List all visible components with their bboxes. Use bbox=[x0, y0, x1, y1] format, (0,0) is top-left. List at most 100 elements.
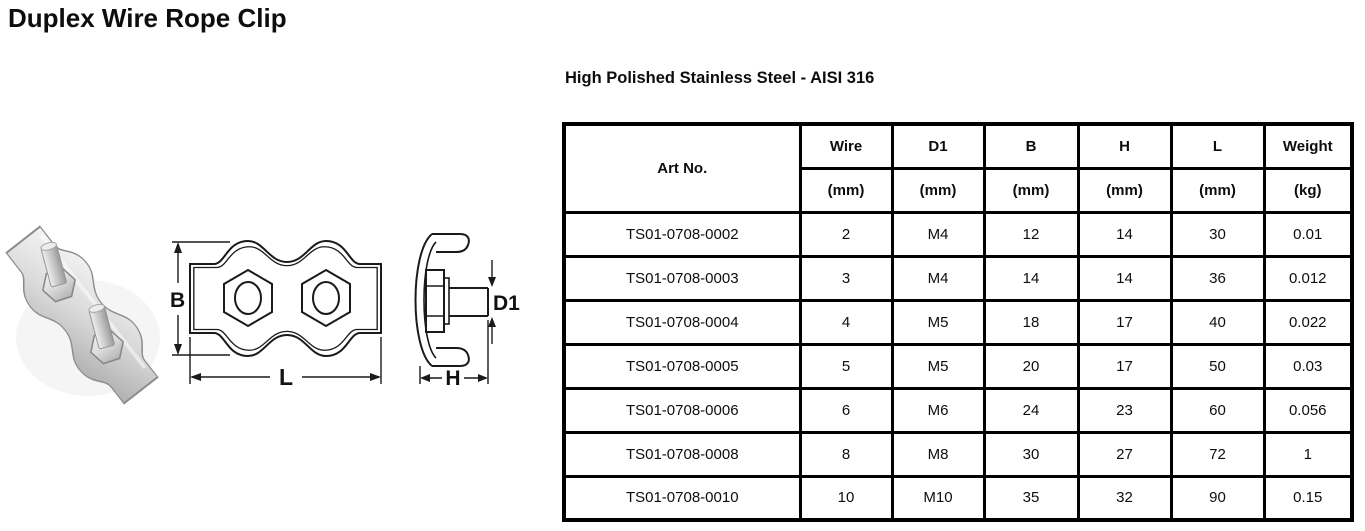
col-unit-l: (mm) bbox=[1169, 166, 1266, 214]
nut-hole bbox=[312, 281, 340, 315]
saddle-outer-arc bbox=[414, 233, 433, 367]
value-cell: 14 bbox=[1076, 210, 1173, 258]
value-cell: 24 bbox=[982, 386, 1080, 434]
value-cell: M5 bbox=[890, 342, 986, 390]
page-title: Duplex Wire Rope Clip bbox=[8, 3, 287, 33]
value-cell: 30 bbox=[982, 430, 1080, 478]
clip-plate bbox=[5, 225, 159, 405]
clip-outline-inner bbox=[193, 246, 378, 351]
value-cell: 18 bbox=[982, 298, 1080, 346]
material-subtitle: High Polished Stainless Steel - AISI 316 bbox=[565, 69, 875, 87]
art-no-cell: TS01-0708-0002 bbox=[562, 210, 802, 258]
value-cell: M4 bbox=[890, 254, 986, 302]
value-cell: M8 bbox=[890, 430, 986, 478]
value-cell: 1 bbox=[1262, 430, 1354, 478]
bolt-stud bbox=[40, 241, 76, 303]
value-cell: M4 bbox=[890, 210, 986, 258]
dim-label-H: H bbox=[445, 367, 460, 390]
bolt-head bbox=[425, 269, 445, 333]
col-header-l: L bbox=[1169, 122, 1266, 170]
value-cell: M6 bbox=[890, 386, 986, 434]
value-cell: 8 bbox=[798, 430, 894, 478]
value-cell: 10 bbox=[798, 474, 894, 522]
saddle-top-flange bbox=[432, 233, 470, 253]
top-view-drawing: B L bbox=[170, 239, 382, 390]
dim-label-B: B bbox=[170, 289, 185, 312]
value-cell: M5 bbox=[890, 298, 986, 346]
hex-nut-outline bbox=[223, 268, 273, 328]
art-no-cell: TS01-0708-0006 bbox=[562, 386, 802, 434]
col-unit-weight: (kg) bbox=[1262, 166, 1354, 214]
value-cell: 2 bbox=[798, 210, 894, 258]
value-cell: 27 bbox=[1076, 430, 1173, 478]
value-cell: 6 bbox=[798, 386, 894, 434]
col-header-weight: Weight bbox=[1262, 122, 1354, 170]
value-cell: 20 bbox=[982, 342, 1080, 390]
value-cell: 14 bbox=[982, 254, 1080, 302]
bolt-stud bbox=[88, 303, 124, 365]
art-no-cell: TS01-0708-0008 bbox=[562, 430, 802, 478]
art-no-cell: TS01-0708-0003 bbox=[562, 254, 802, 302]
value-cell: 0.022 bbox=[1262, 298, 1354, 346]
value-cell: 3 bbox=[798, 254, 894, 302]
dimension-D1 bbox=[488, 260, 496, 344]
col-header-d1: D1 bbox=[890, 122, 986, 170]
art-no-cell: TS01-0708-0005 bbox=[562, 342, 802, 390]
saddle-bottom-flange bbox=[432, 347, 470, 367]
product-photo bbox=[5, 225, 160, 405]
value-cell: 36 bbox=[1169, 254, 1266, 302]
col-header-h: H bbox=[1076, 122, 1173, 170]
col-header-art-no: Art No. bbox=[562, 122, 802, 214]
value-cell: 14 bbox=[1076, 254, 1173, 302]
art-no-cell: TS01-0708-0004 bbox=[562, 298, 802, 346]
col-unit-d1: (mm) bbox=[890, 166, 986, 214]
saddle-inner-arc bbox=[423, 241, 437, 359]
value-cell: 40 bbox=[1169, 298, 1266, 346]
value-cell: M10 bbox=[890, 474, 986, 522]
value-cell: 50 bbox=[1169, 342, 1266, 390]
value-cell: 0.012 bbox=[1262, 254, 1354, 302]
value-cell: 17 bbox=[1076, 298, 1173, 346]
spec-table: Art No. Wire D1 B H L Weight (mm) (mm) (… bbox=[562, 122, 1354, 522]
col-header-wire: Wire bbox=[798, 122, 894, 170]
value-cell: 17 bbox=[1076, 342, 1173, 390]
value-cell: 0.03 bbox=[1262, 342, 1354, 390]
value-cell: 4 bbox=[798, 298, 894, 346]
art-no-cell: TS01-0708-0010 bbox=[562, 474, 802, 522]
dim-label-D1: D1 bbox=[493, 292, 520, 315]
side-view-drawing: D1 H bbox=[414, 233, 520, 390]
nut-hole bbox=[234, 281, 262, 315]
value-cell: 0.056 bbox=[1262, 386, 1354, 434]
value-cell: 35 bbox=[982, 474, 1080, 522]
dimension-H bbox=[419, 320, 489, 384]
dimension-L bbox=[189, 337, 382, 384]
value-cell: 32 bbox=[1076, 474, 1173, 522]
hex-nut-outline bbox=[301, 268, 351, 328]
col-unit-b: (mm) bbox=[982, 166, 1080, 214]
value-cell: 60 bbox=[1169, 386, 1266, 434]
value-cell: 72 bbox=[1169, 430, 1266, 478]
value-cell: 0.15 bbox=[1262, 474, 1354, 522]
spec-table-header: Art No. Wire D1 B H L Weight (mm) (mm) (… bbox=[562, 122, 1354, 214]
dim-label-L: L bbox=[279, 364, 293, 390]
col-unit-h: (mm) bbox=[1076, 166, 1173, 214]
value-cell: 0.01 bbox=[1262, 210, 1354, 258]
col-header-b: B bbox=[982, 122, 1080, 170]
bolt-washer bbox=[443, 277, 450, 325]
value-cell: 12 bbox=[982, 210, 1080, 258]
value-cell: 90 bbox=[1169, 474, 1266, 522]
col-unit-wire: (mm) bbox=[798, 166, 894, 214]
clip-outline-outer bbox=[189, 239, 382, 358]
value-cell: 5 bbox=[798, 342, 894, 390]
dimension-B bbox=[172, 241, 230, 356]
value-cell: 30 bbox=[1169, 210, 1266, 258]
value-cell: 23 bbox=[1076, 386, 1173, 434]
